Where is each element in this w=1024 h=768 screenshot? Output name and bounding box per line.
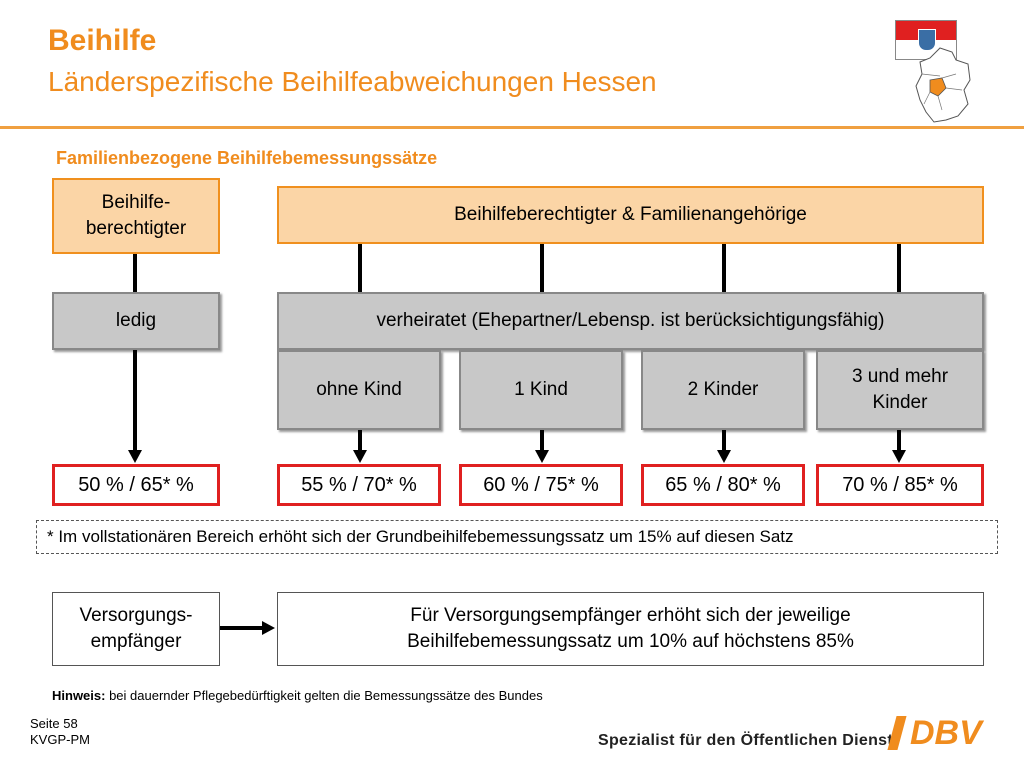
page-title: Beihilfe — [48, 24, 157, 57]
page-subtitle: Länderspezifische Beihilfeabweichungen H… — [48, 66, 657, 97]
footnote-box: * Im vollstationären Bereich erhöht sich… — [36, 520, 998, 554]
ohne-kind-label: ohne Kind — [316, 379, 402, 401]
hinweis-note: Hinweis: bei dauernder Pflegebedürftigke… — [52, 688, 543, 703]
arrow-down-icon — [717, 450, 731, 463]
ein-kind-label: 1 Kind — [514, 379, 568, 401]
arrow-line — [897, 430, 901, 450]
ein-kind-box: 1 Kind — [459, 350, 623, 430]
drei-kinder-box: 3 und mehr Kinder — [816, 350, 984, 430]
header-divider — [0, 126, 1024, 129]
beihilfeberechtigter-label: Beihilfe- berechtigter — [85, 192, 187, 239]
dbv-logo: DBV — [886, 714, 1004, 754]
rate-box: 50 % / 65* % — [52, 464, 220, 506]
rate-box: 55 % / 70* % — [277, 464, 441, 506]
hinweis-label: Hinweis: — [52, 688, 106, 703]
page-info: Seite 58 KVGP-PM — [30, 716, 90, 748]
rate-box: 70 % / 85* % — [816, 464, 984, 506]
arrow-right-line — [220, 626, 264, 630]
connector-line — [722, 244, 726, 294]
verheiratet-label: verheiratet (Ehepartner/Lebensp. ist ber… — [376, 310, 885, 332]
ohne-kind-box: ohne Kind — [277, 350, 441, 430]
rate-box: 60 % / 75* % — [459, 464, 623, 506]
arrow-down-icon — [535, 450, 549, 463]
beihilfeberechtigter-box: Beihilfe- berechtigter — [52, 178, 220, 254]
hinweis-text: bei dauernder Pflegebedürftigkeit gelten… — [105, 688, 543, 703]
versorgungsempfaenger-box: Versorgungs- empfänger — [52, 592, 220, 666]
rate-box: 65 % / 80* % — [641, 464, 805, 506]
drei-kinder-label: 3 und mehr Kinder — [851, 366, 949, 413]
ledig-label: ledig — [115, 310, 157, 332]
dbv-logo-text: DBV — [910, 714, 982, 752]
arrow-line — [133, 350, 137, 450]
arrow-right-icon — [262, 621, 275, 635]
arrow-line — [358, 430, 362, 450]
arrow-down-icon — [353, 450, 367, 463]
connector-line — [897, 244, 901, 294]
zwei-kinder-box: 2 Kinder — [641, 350, 805, 430]
footnote-text: * Im vollstationären Bereich erhöht sich… — [47, 527, 794, 546]
connector-line — [133, 254, 137, 294]
arrow-line — [540, 430, 544, 450]
arrow-down-icon — [892, 450, 906, 463]
connector-line — [540, 244, 544, 294]
section-title: Familienbezogene Beihilfebemessungssätze — [56, 148, 438, 168]
connector-line — [358, 244, 362, 294]
rate-zwei-kinder: 65 % / 80* % — [665, 473, 781, 496]
rate-drei-kinder: 70 % / 85* % — [842, 473, 958, 496]
germany-map-icon — [915, 47, 971, 123]
rate-ein-kind: 60 % / 75* % — [483, 473, 599, 496]
versorgung-info-box: Für Versorgungsempfänger erhöht sich der… — [277, 592, 984, 666]
arrow-down-icon — [128, 450, 142, 463]
familie-box: Beihilfeberechtigter & Familienangehörig… — [277, 186, 984, 244]
verheiratet-box: verheiratet (Ehepartner/Lebensp. ist ber… — [277, 292, 984, 350]
rate-ohne-kind: 55 % / 70* % — [301, 473, 417, 496]
page-number: Seite 58 — [30, 716, 78, 731]
dbv-logo-slash-icon — [887, 716, 907, 750]
versorgungsempfaenger-label: Versorgungs- empfänger — [79, 605, 193, 652]
versorgung-info-text: Für Versorgungsempfänger erhöht sich der… — [407, 605, 854, 652]
zwei-kinder-label: 2 Kinder — [687, 379, 759, 401]
familie-label: Beihilfeberechtigter & Familienangehörig… — [454, 204, 807, 226]
footer-slogan: Spezialist für den Öffentlichen Dienst. — [598, 732, 898, 749]
page-code: KVGP-PM — [30, 732, 90, 747]
ledig-box: ledig — [52, 292, 220, 350]
rate-ledig: 50 % / 65* % — [78, 473, 194, 496]
arrow-line — [722, 430, 726, 450]
